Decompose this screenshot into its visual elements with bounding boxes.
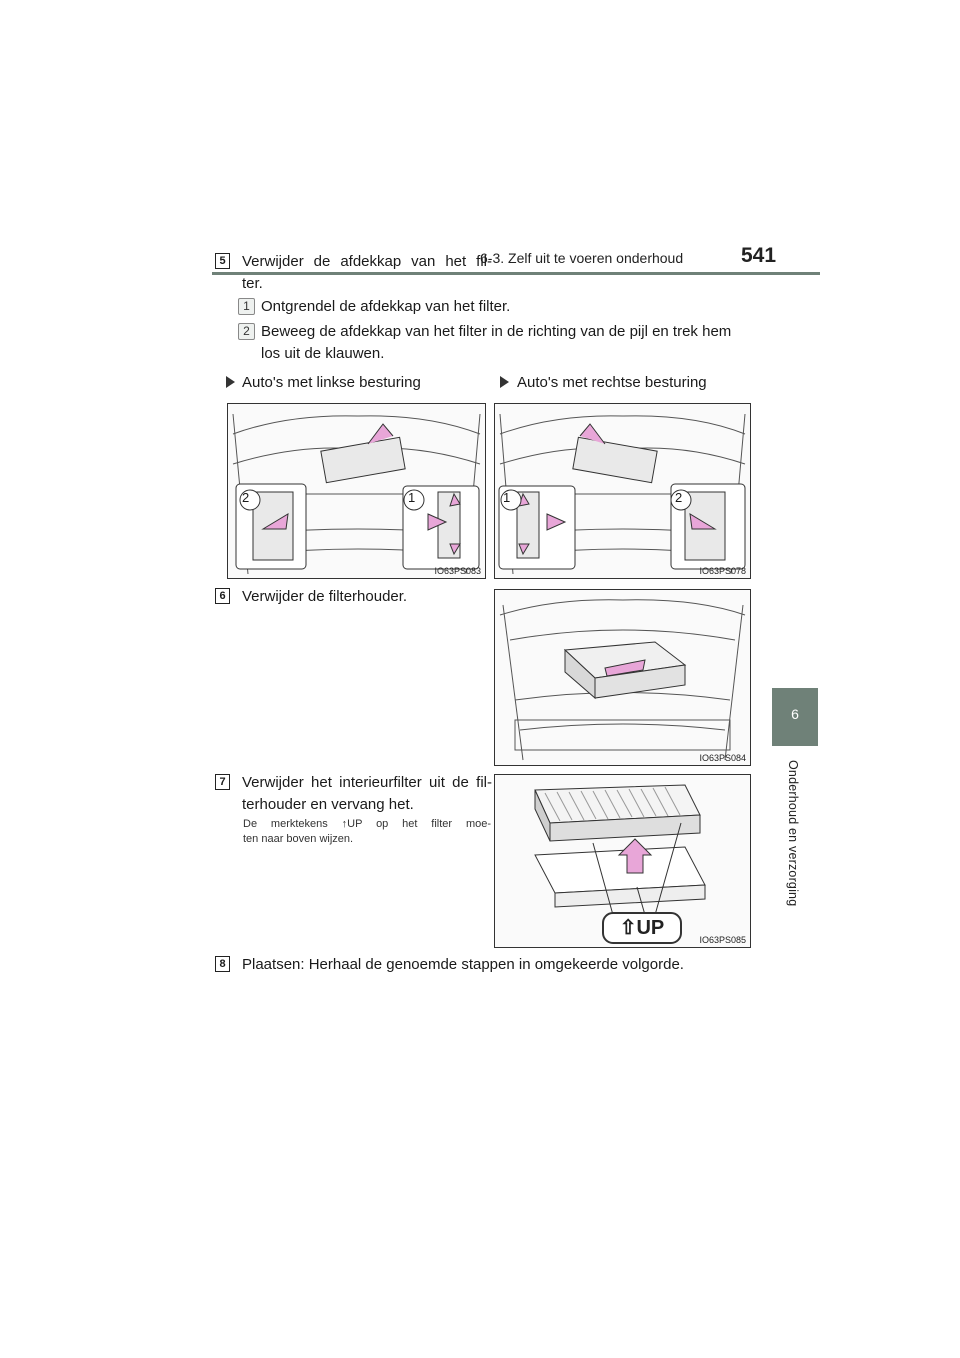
step-number-6: 6 (215, 588, 230, 604)
step5-text-line2: ter. (242, 275, 263, 292)
right-drive-label: Auto's met rechtse besturing (517, 374, 707, 391)
cabin-filter-illustration (534, 784, 706, 944)
filter-holder-illustration (499, 599, 746, 761)
page-number: 541 (741, 244, 777, 267)
callout-2: 2 (242, 490, 250, 505)
callout-1: 1 (503, 490, 511, 505)
callout-2: 2 (675, 490, 683, 505)
bullet-triangle-icon (226, 376, 235, 388)
figure-code: IO63PS078 (699, 566, 746, 576)
step8-text: Plaatsen: Herhaal de genoemde stappen in… (242, 956, 684, 973)
step-number-8: 8 (215, 956, 230, 972)
step-number-5: 5 (215, 253, 230, 269)
substep2-text-line2: los uit de klauwen. (261, 345, 385, 362)
chapter-number: 6 (791, 706, 799, 722)
figure-filter-holder: IO63PS084 (494, 589, 751, 766)
callout-1: 1 (408, 490, 416, 505)
bullet-triangle-icon (500, 376, 509, 388)
step-number-7: 7 (215, 774, 230, 790)
figure-left-drive: 2 1 IO63PS083 (227, 403, 486, 579)
section-title: 6-3. Zelf uit te voeren onderhoud (480, 250, 684, 266)
dashboard-left-illustration (232, 413, 481, 575)
substep-number-1: 1 (238, 298, 255, 315)
left-drive-label: Auto's met linkse besturing (242, 374, 421, 391)
step7-text-line2: terhouder en vervang het. (242, 796, 414, 813)
step6-text: Verwijder de filterhouder. (242, 588, 408, 605)
figure-code: IO63PS084 (699, 753, 746, 763)
header-rule (212, 272, 820, 275)
step7-text-line1: Verwijder het interieurfilter uit de fil… (242, 774, 492, 791)
figure-code: IO63PS085 (699, 935, 746, 945)
substep1-text: Ontgrendel de afdekkap van het filter. (261, 298, 511, 315)
up-marking-label: ⇧UP (619, 917, 665, 939)
step5-text-line1: Verwijder de afdekkap van het fil- (242, 253, 492, 270)
chapter-label: Onderhoud en verzorging (786, 760, 800, 907)
dashboard-right-illustration (498, 413, 746, 575)
substep2-text-line1: Beweeg de afdekkap van het filter in de … (261, 323, 732, 340)
figure-code: IO63PS083 (434, 566, 481, 576)
step7-note-line2: ten naar boven wijzen. (243, 833, 354, 845)
chapter-tab (772, 688, 818, 746)
figure-right-drive: 1 2 IO63PS078 (494, 403, 751, 579)
substep-number-2: 2 (238, 323, 255, 340)
figure-cabin-filter: ⇧UP IO63PS085 (494, 774, 751, 948)
step7-note-line1: De merktekens ↑UP op het filter moe- (243, 818, 491, 830)
